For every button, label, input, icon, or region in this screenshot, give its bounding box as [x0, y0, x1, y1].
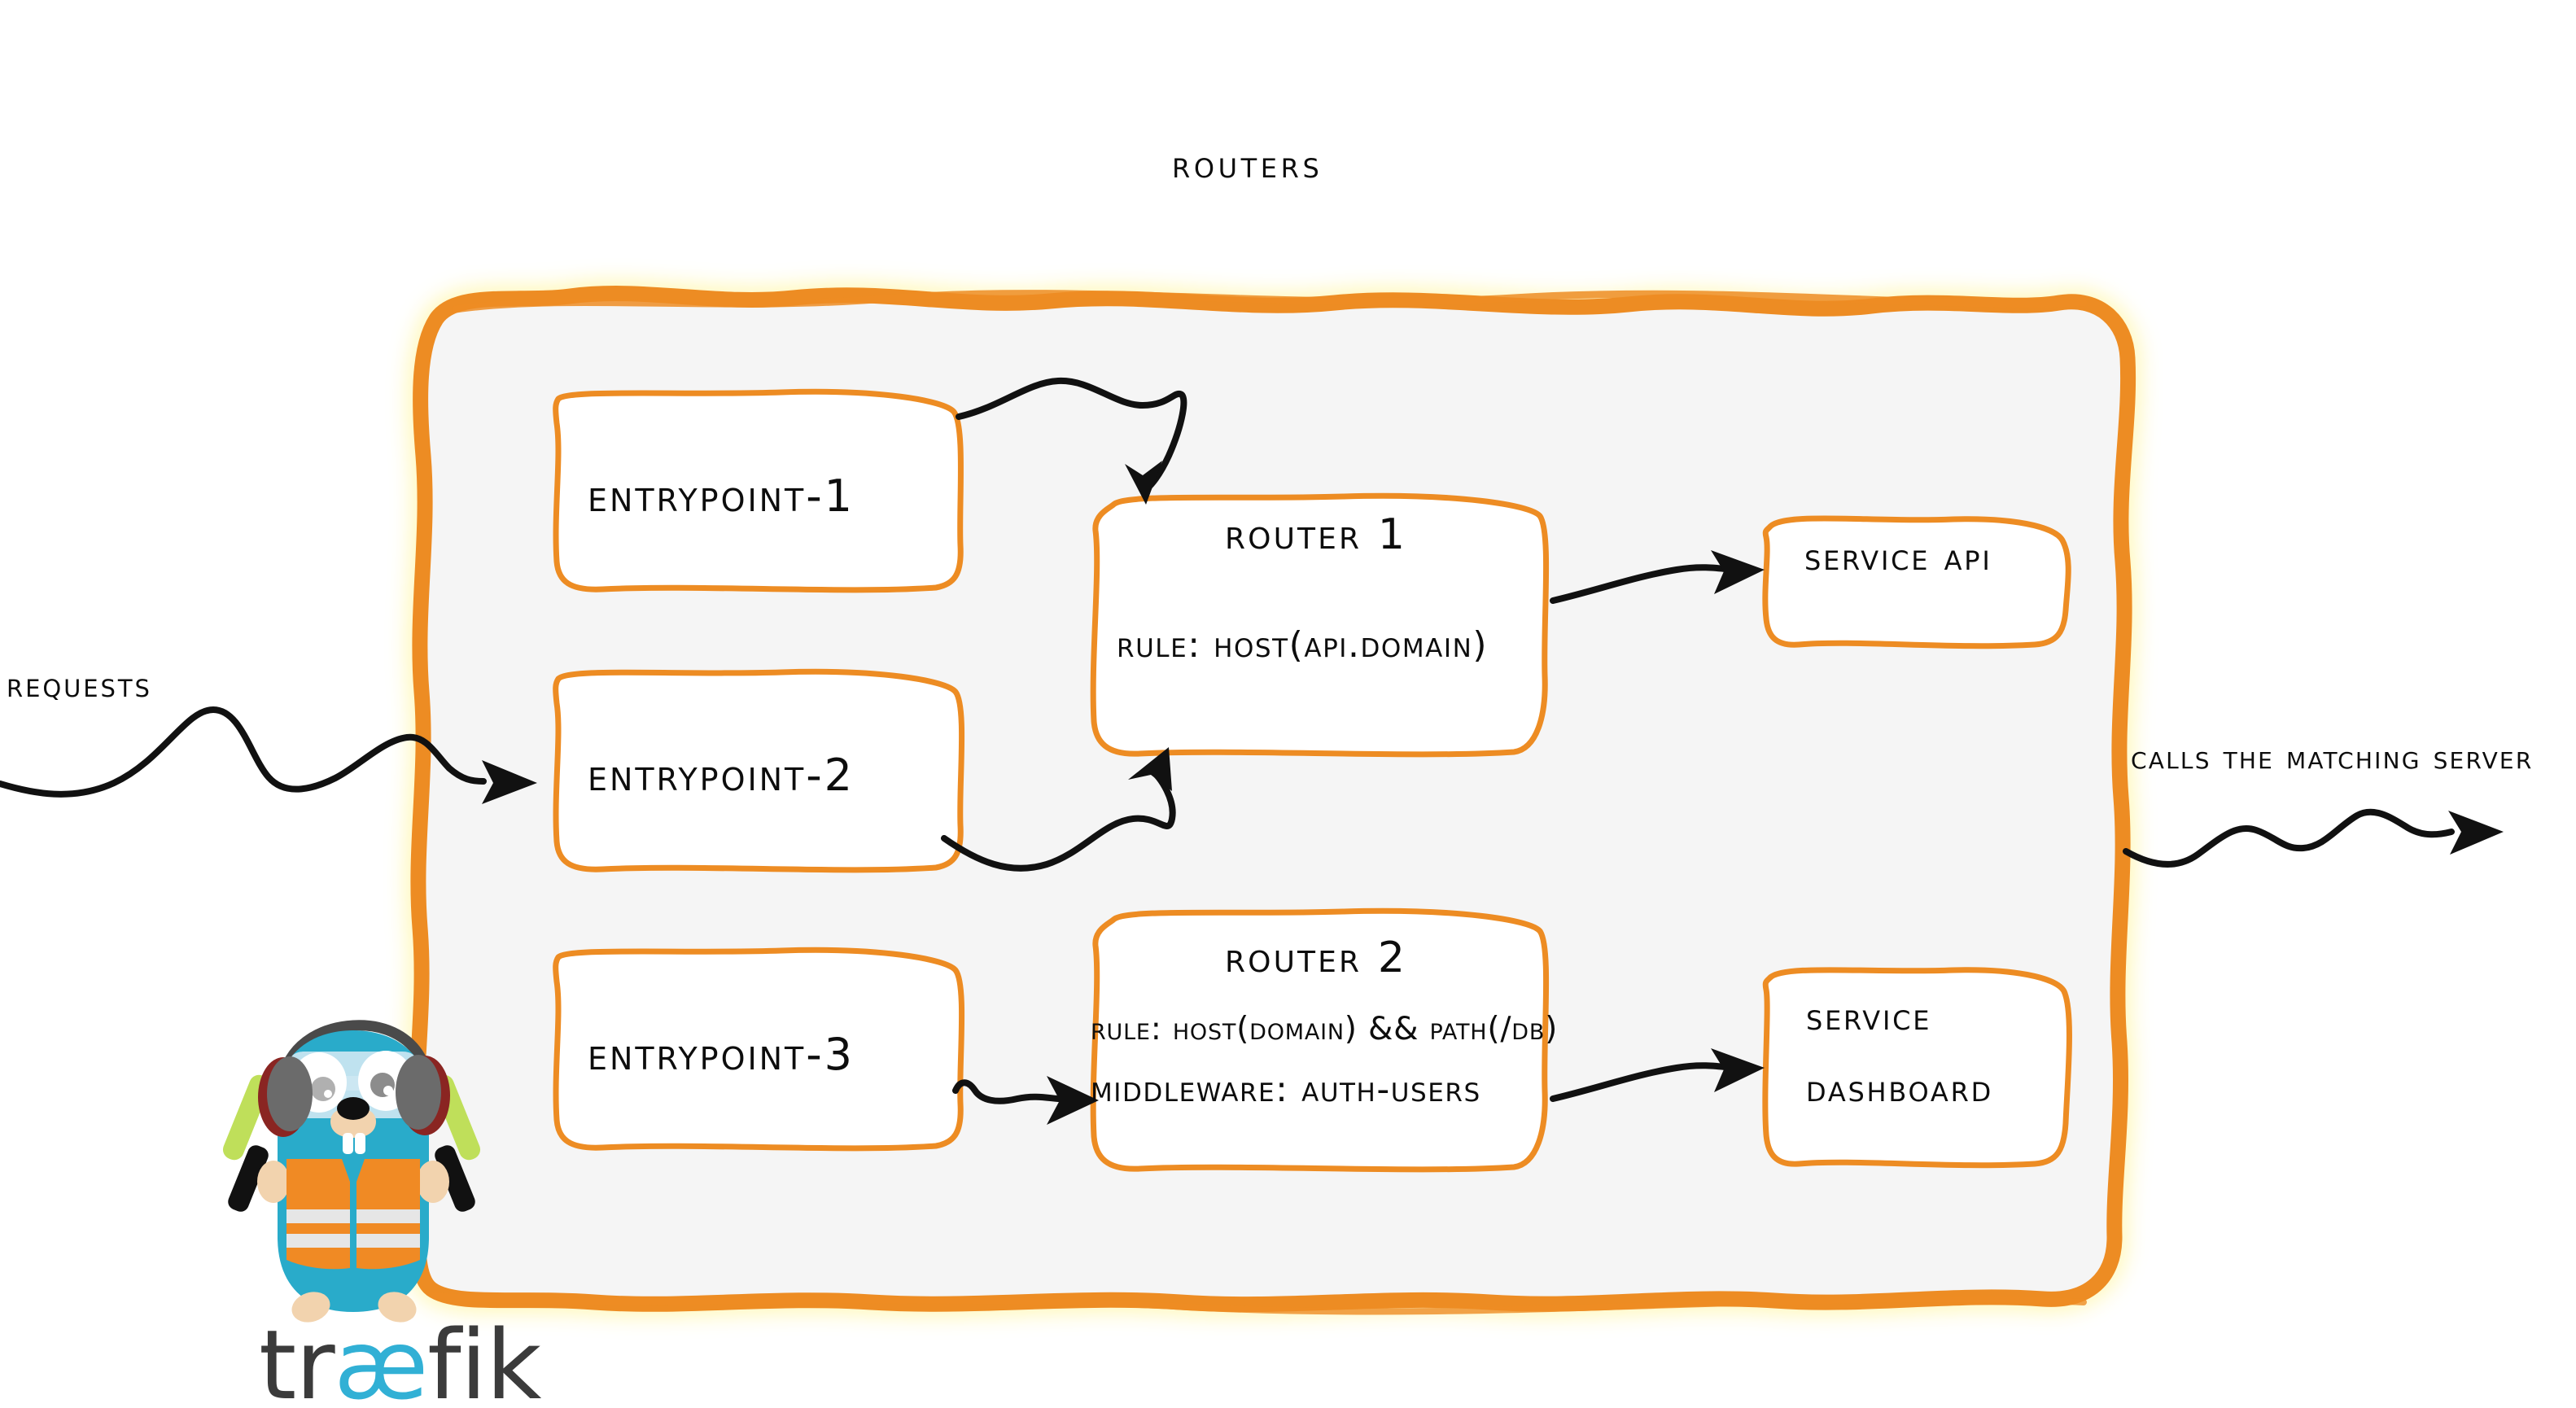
tooth-right	[355, 1133, 365, 1154]
entrypoint-1-label: entrypoint-1	[588, 470, 855, 522]
entrypoint-2-label: entrypoint-2	[588, 750, 855, 801]
service-dashboard-label-line2: Dashboard	[1806, 1066, 1993, 1110]
headphone-band	[278, 1020, 432, 1082]
arrow-router1-serviceapi	[1550, 550, 1765, 604]
router-2-rule: rule: Host(domain) && Path(/db)	[1091, 1011, 1559, 1047]
wordmark-prefix: tr	[259, 1309, 335, 1408]
container-border-accent	[452, 290, 2088, 313]
traefik-gopher-mascot	[222, 1020, 481, 1323]
requests-label: Requests	[7, 665, 152, 705]
service-api-label: Service API	[1804, 535, 1992, 579]
container-border-accent-2	[431, 1292, 2087, 1315]
arm-left	[257, 1161, 290, 1203]
foot-left	[291, 1292, 330, 1323]
entrypoint-3-box[interactable]	[553, 947, 965, 1152]
router-1-box[interactable]	[1090, 492, 1550, 758]
entrypoint-3-label: entrypoint-3	[588, 1029, 855, 1080]
arm-right	[417, 1161, 449, 1203]
page-title: Routers	[1172, 142, 1323, 186]
service-dashboard-label-line1: Service	[1806, 995, 1932, 1039]
vest-stripe-1	[286, 1209, 350, 1223]
router-2-middleware: Middleware: auth-users	[1091, 1069, 1481, 1110]
eye-left-glint	[324, 1090, 332, 1098]
entrypoint-2-box[interactable]	[553, 668, 965, 873]
wordmark-ae-ligature: æ	[334, 1309, 428, 1408]
calls-matching-server-label: Calls the matching server	[2131, 739, 2534, 776]
wordmark-suffix: fik	[427, 1309, 541, 1408]
calls-arrow	[2123, 808, 2504, 868]
service-api-box[interactable]	[1762, 515, 2071, 649]
arrow-ep1-router1	[956, 377, 1187, 505]
service-dashboard-box[interactable]	[1762, 967, 2072, 1169]
arrow-ep3-router2	[952, 1076, 1099, 1125]
arrow-router2-servicedashboard	[1550, 1048, 1765, 1102]
tooth-left	[343, 1133, 353, 1154]
vest-stripe-2	[286, 1234, 350, 1248]
vest-stripe-2r	[356, 1234, 420, 1248]
arrow-ep2-router1	[941, 747, 1176, 872]
router-2-title: Router 2	[1225, 934, 1408, 982]
router-1-title: Router 1	[1225, 510, 1408, 559]
traefik-wordmark: træfik	[259, 1317, 541, 1408]
eye-left-pupil	[311, 1077, 335, 1101]
eye-right-glint	[383, 1086, 393, 1095]
earcup-left	[258, 1056, 313, 1137]
entrypoint-1-box[interactable]	[553, 388, 964, 593]
nose	[337, 1097, 370, 1120]
foot-right	[378, 1292, 417, 1323]
router-1-rule: rule: Host(api.domain)	[1117, 624, 1489, 666]
requests-arrow	[0, 706, 537, 804]
earcup-right	[396, 1055, 450, 1135]
vest-stripe-1r	[356, 1209, 420, 1223]
router-2-box[interactable]	[1090, 907, 1550, 1173]
